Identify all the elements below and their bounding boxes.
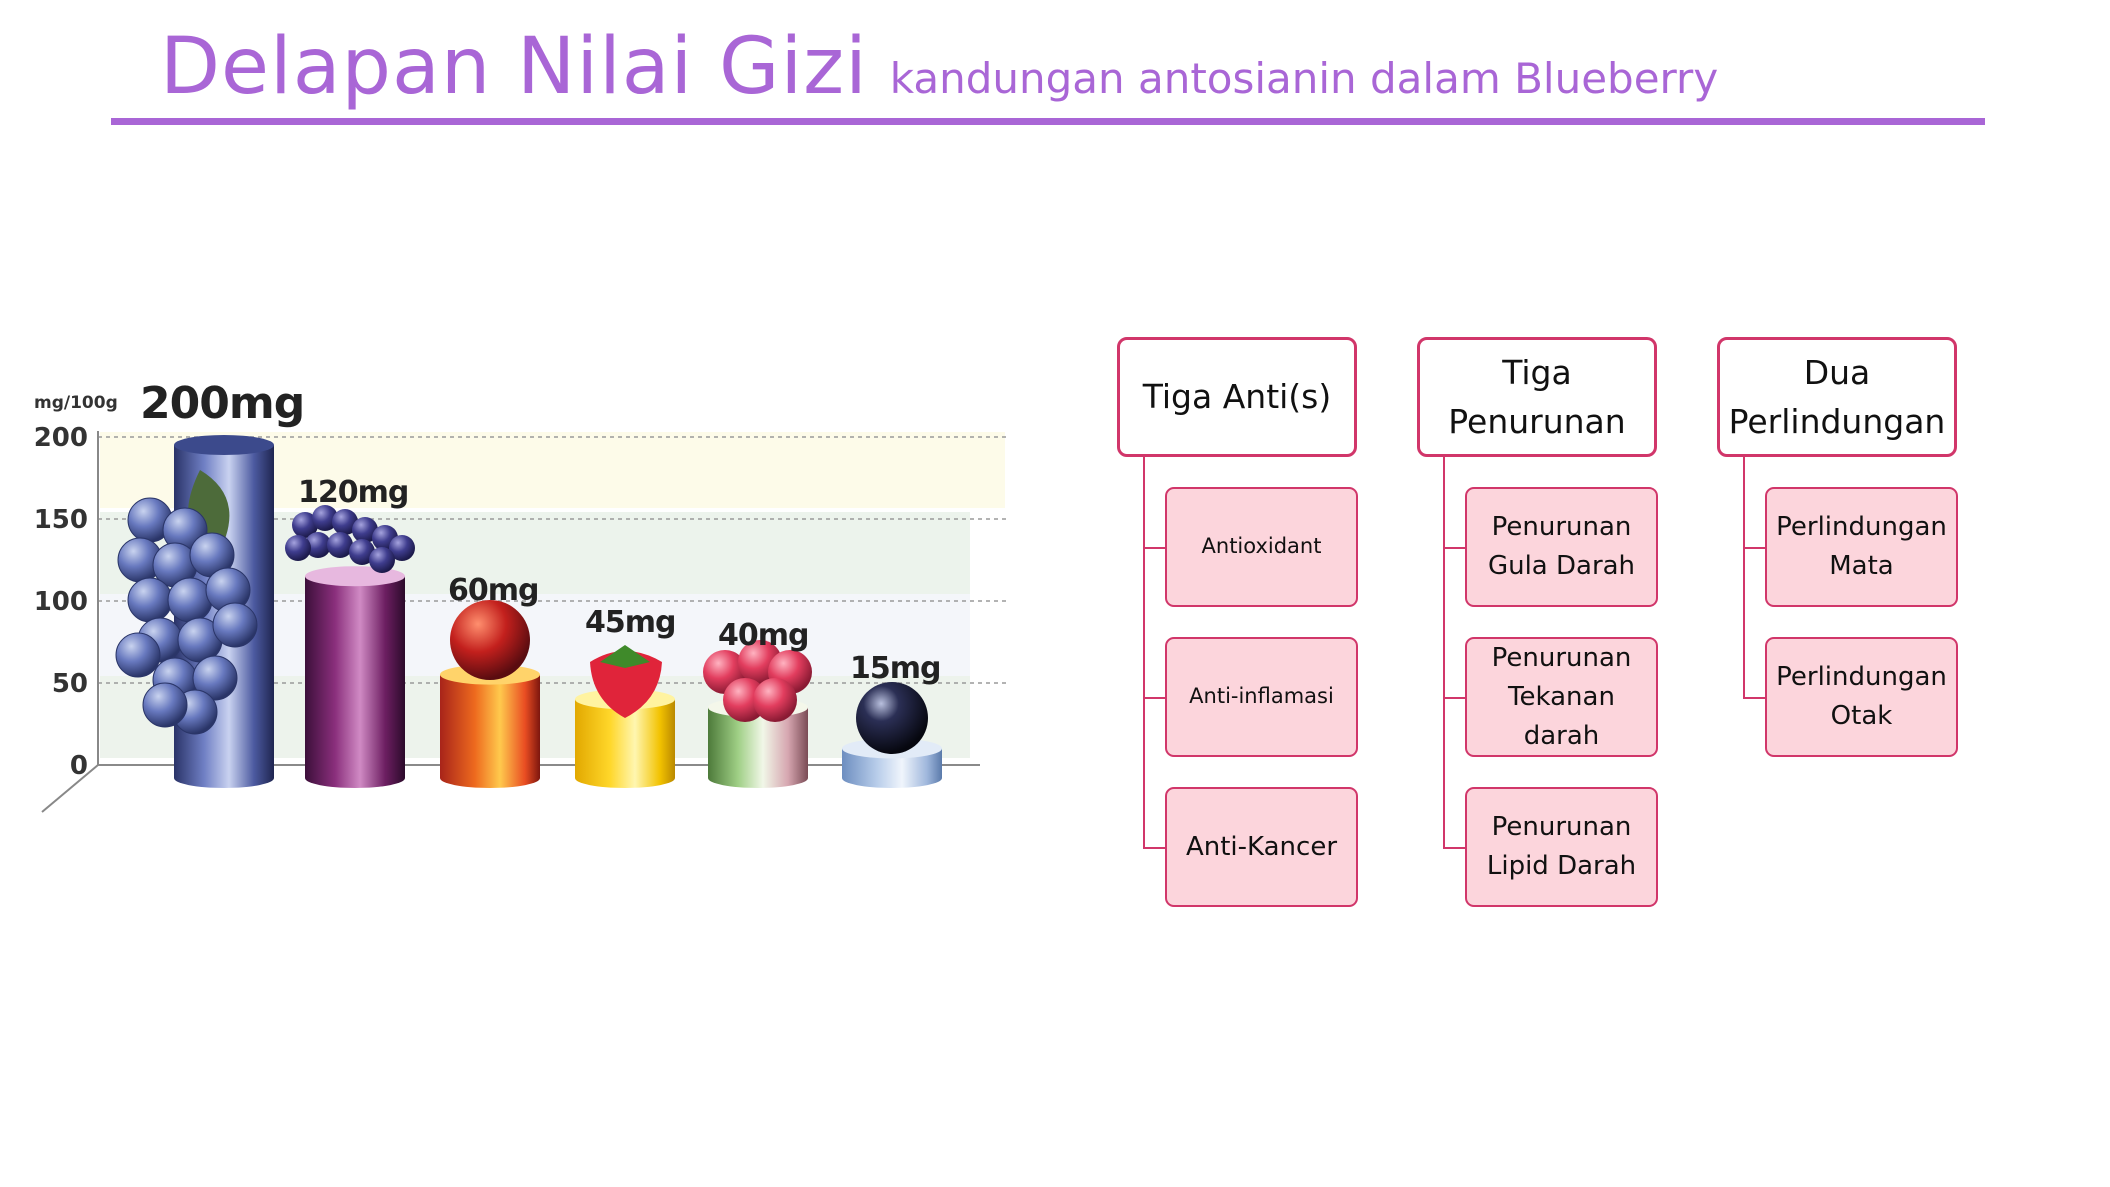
grape-icon [369, 547, 395, 573]
cherry-fruit [450, 600, 530, 680]
strawberry-leaf-icon [600, 645, 650, 668]
tree-connector-vertical [1443, 457, 1445, 847]
strawberry-icon [590, 651, 662, 718]
tree-connector-horizontal [1143, 697, 1165, 699]
blueberry-icon [127, 577, 173, 623]
raspberry-icon [753, 678, 797, 722]
grape-icon [332, 509, 358, 535]
bar-bottom [440, 768, 540, 788]
y-axis: 0 50 100 150 200 mg/100g [34, 393, 118, 813]
strawberry-fruit [590, 645, 662, 718]
title-main: Delapan Nilai Gizi [160, 22, 868, 112]
data-label: 45mg [585, 605, 675, 640]
blueberry-icon [212, 602, 258, 648]
bar-body [440, 674, 540, 778]
y-tick-label: 100 [34, 587, 88, 617]
bar-grape [285, 505, 415, 788]
cherry-icon [450, 600, 530, 680]
tree-connector-horizontal [1143, 547, 1165, 549]
grape-icon [312, 505, 338, 531]
bar-top [174, 435, 274, 455]
tree-item: Penurunan Lipid Darah [1465, 787, 1658, 907]
tree-item: Anti-Kancer [1165, 787, 1358, 907]
y-tick-label: 0 [70, 751, 88, 781]
bars [115, 435, 942, 788]
tree-item: Penurunan Tekanan darah [1465, 637, 1658, 757]
tree-connector-horizontal [1443, 847, 1465, 849]
tree-connector-horizontal [1443, 547, 1465, 549]
blueberry-icon [115, 632, 161, 678]
page-title: Delapan Nilai Gizi kandungan antosianin d… [160, 22, 1718, 112]
tree-item: Perlindungan Mata [1765, 487, 1958, 607]
tree-group-heading: Tiga Penurunan [1417, 337, 1657, 457]
blueberry-icon [167, 577, 213, 623]
tree-item: Antioxidant [1165, 487, 1358, 607]
raspberry-fruit [703, 640, 812, 722]
blueberry-fruit [115, 470, 258, 735]
grape-icon [352, 517, 378, 543]
blueberry-icon [142, 682, 188, 728]
data-label: 60mg [448, 573, 538, 608]
blueberry-icon [192, 655, 238, 701]
tree-item: Perlindungan Otak [1765, 637, 1958, 757]
data-label: 120mg [298, 475, 408, 510]
bar-bottom [575, 768, 675, 788]
anthocyanin-bar-chart: 0 50 100 150 200 mg/100g 200mg 120mg 60mg 45mg 40… [34, 378, 1010, 813]
title-underline [111, 118, 1985, 125]
bar-cherry [440, 600, 540, 788]
grape-icon [389, 535, 415, 561]
blackcurrant-fruit [856, 682, 928, 754]
tree-connector-vertical [1143, 457, 1145, 847]
blackcurrant-icon [856, 682, 928, 754]
bar-bottom [305, 768, 405, 788]
y-tick-label: 50 [52, 669, 88, 699]
grape-icon [327, 532, 353, 558]
floor-diagonal [41, 764, 99, 813]
data-label: 200mg [140, 378, 304, 429]
bar-bottom [842, 768, 942, 788]
data-label: 40mg [718, 618, 808, 653]
grape-fruit [285, 505, 415, 573]
bar-body [305, 576, 405, 778]
tree-item: Anti-inflamasi [1165, 637, 1358, 757]
bar-blueberry [115, 435, 274, 788]
unit-label: mg/100g [34, 393, 118, 413]
grape-icon [285, 535, 311, 561]
data-labels: 200mg 120mg 60mg 45mg 40mg 15mg [140, 378, 941, 686]
tree-connector-horizontal [1743, 697, 1765, 699]
grape-icon [292, 512, 318, 538]
bar-bottom [174, 768, 274, 788]
y-tick-label: 200 [34, 423, 88, 453]
bar-strawberry [575, 645, 675, 788]
data-label: 15mg [850, 651, 940, 686]
bar-bottom [708, 768, 808, 788]
tree-connector-vertical [1743, 457, 1745, 697]
tree-group-heading: Dua Perlindungan [1717, 337, 1957, 457]
bar-blackcurrant [842, 682, 942, 788]
title-subtitle: kandungan antosianin dalam Blueberry [889, 54, 1719, 103]
tree-connector-horizontal [1143, 847, 1165, 849]
y-tick-label: 150 [34, 505, 88, 535]
grape-icon [305, 532, 331, 558]
bar-raspberry [703, 640, 812, 788]
bar-body [708, 707, 808, 778]
tree-group-heading: Tiga Anti(s) [1117, 337, 1357, 457]
tree-connector-horizontal [1743, 547, 1765, 549]
tree-connector-horizontal [1443, 697, 1465, 699]
tree-item: Penurunan Gula Darah [1465, 487, 1658, 607]
grape-icon [349, 539, 375, 565]
